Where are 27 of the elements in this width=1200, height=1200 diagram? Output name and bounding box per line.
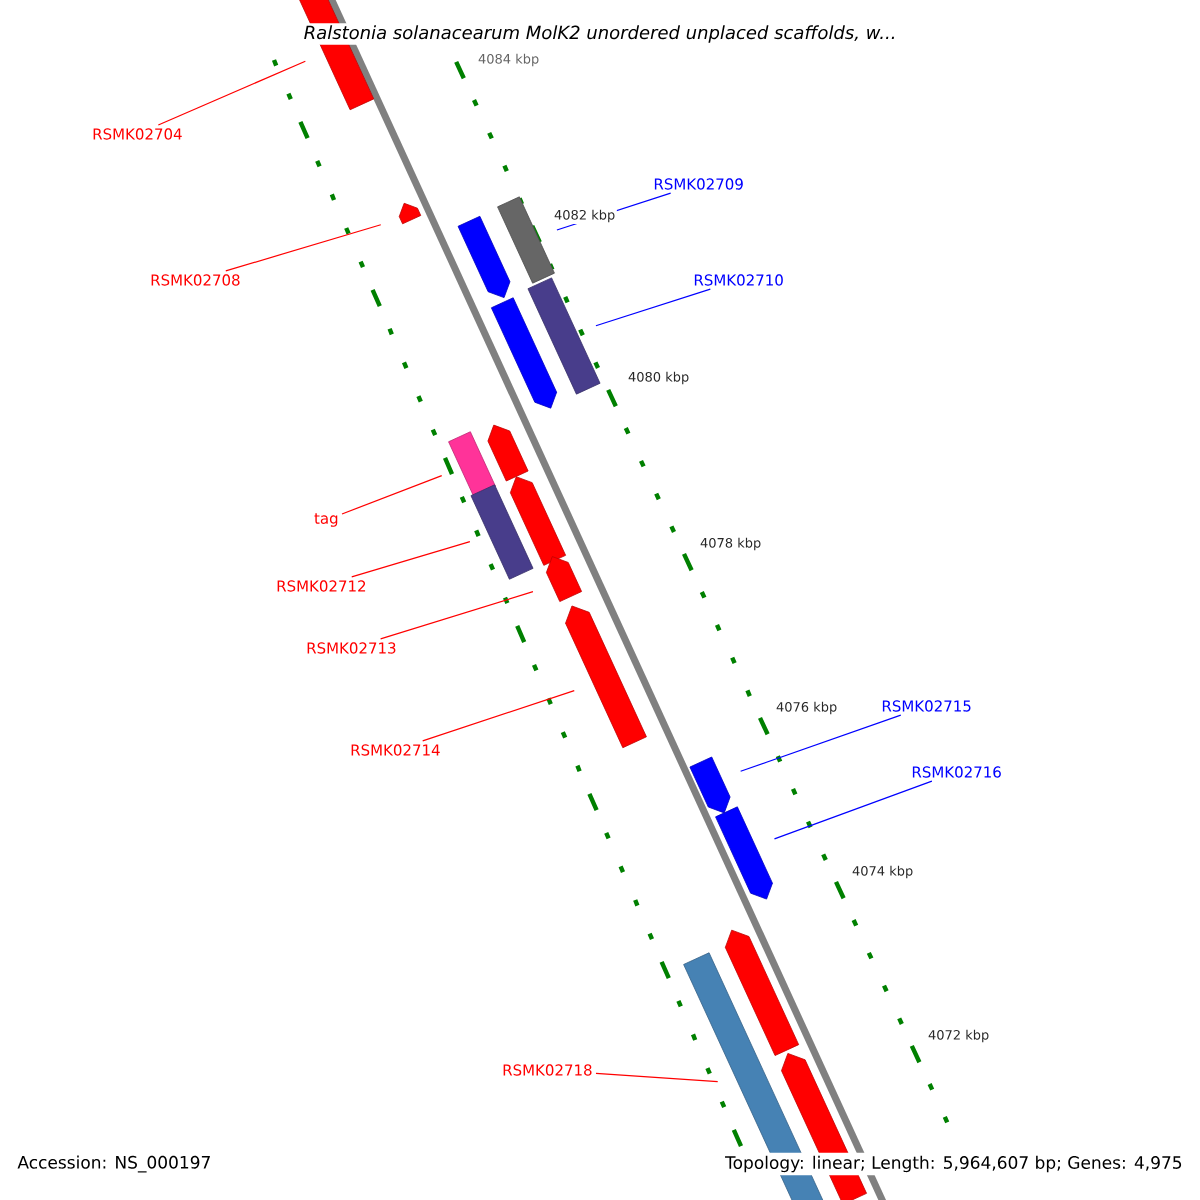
gene-bar — [470, 484, 534, 580]
gene-bar — [448, 431, 496, 497]
gene-bar — [527, 277, 601, 395]
leader-line — [422, 689, 575, 742]
leader-line — [341, 475, 443, 515]
gene-block — [724, 929, 800, 1056]
leader-line — [595, 288, 711, 327]
footer-text: Topology: linear; Length: 5,964,607 bp; Genes: 4,975 — [722, 1152, 1186, 1176]
leader-line — [595, 1072, 719, 1083]
gene-block — [457, 215, 511, 298]
leader-line — [740, 714, 902, 772]
gene-block — [510, 476, 566, 566]
title: Ralstonia solanacearum MolK2 unordered unplaced scaffolds, w... — [301, 23, 899, 45]
leader-line — [225, 224, 382, 272]
gene-block — [715, 806, 773, 900]
gene-bar — [497, 196, 555, 284]
gene-block — [398, 202, 422, 225]
leader-line — [351, 541, 471, 578]
leader-line — [157, 60, 306, 126]
gene-block — [565, 605, 647, 749]
gene-block — [490, 297, 558, 409]
footer-text: Accession: NS_000197 — [14, 1152, 215, 1176]
leader-line — [773, 780, 933, 840]
leader-line — [380, 591, 534, 640]
gene-block — [546, 556, 582, 602]
gene-block — [487, 424, 529, 482]
gene-block — [689, 756, 731, 814]
